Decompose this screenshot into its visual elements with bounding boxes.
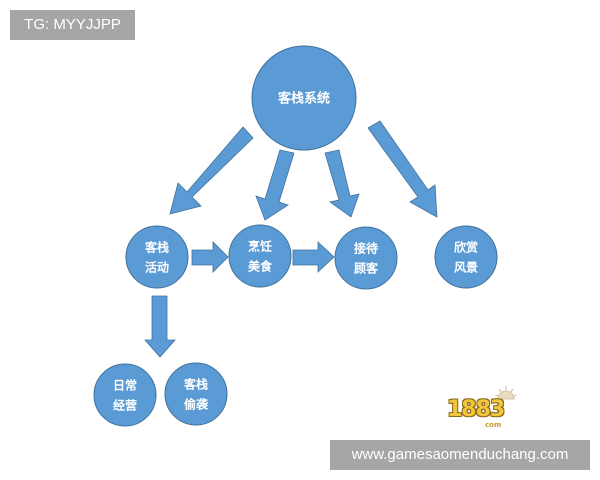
node-inn-raid: 客栈 偷袭 [164,362,228,426]
arrow-root-to-inn-activity [169,126,254,215]
node-cooking-food-label-line1: 烹饪 [248,239,272,254]
node-inn-activity-label-line1: 客栈 [144,240,169,255]
node-inn-system: 客栈系统 [251,45,357,151]
node-enjoy-scenery-circle [434,225,498,289]
node-daily-operation-label-line2: 经营 [113,398,137,413]
logo-text: 1883 [447,397,505,422]
arrow-inn-activity-to-cooking-food [191,241,229,273]
node-daily-operation: 日常 经营 [93,363,157,427]
node-cooking-food-circle [228,224,292,288]
node-receive-guests-label-line2: 顾客 [354,261,379,276]
node-inn-raid-label-line2: 偷袭 [184,397,209,412]
node-inn-system-circle [251,45,357,151]
arrow-root-to-cooking-food [255,149,295,221]
node-cooking-food-label-line2: 美食 [248,259,273,274]
node-enjoy-scenery: 欣赏 风景 [434,225,498,289]
node-inn-raid-label-line1: 客栈 [183,377,208,392]
arrow-root-to-receive-guests [324,149,360,218]
node-receive-guests-label-line1: 接待 [354,241,378,256]
node-cooking-food: 烹饪 美食 [228,224,292,288]
node-inn-system-label: 客栈系统 [278,91,330,107]
node-receive-guests-circle [334,226,398,290]
sun-rays-icon [495,386,517,400]
node-inn-raid-circle [164,362,228,426]
node-daily-operation-circle [93,363,157,427]
watermark-tg-label: TG: MYYJJPP [10,10,135,40]
logo-com-suffix: com [485,421,502,429]
arrow-cooking-food-to-receive-guests [292,241,335,273]
node-enjoy-scenery-label-line2: 风景 [454,261,478,275]
watermark-url-label: www.gamesaomenduchang.com [330,440,590,470]
node-inn-activity: 客栈 活动 [125,225,189,289]
node-inn-activity-circle [125,225,189,289]
node-receive-guests: 接待 顾客 [334,226,398,290]
arrow-root-to-enjoy-scenery [367,120,438,218]
site-logo: 1883 com [445,385,520,435]
arrow-inn-activity-to-daily-operation [144,295,176,358]
node-daily-operation-label-line1: 日常 [113,378,137,393]
node-inn-activity-label-line2: 活动 [145,260,169,275]
node-enjoy-scenery-label-line1: 欣赏 [454,240,478,255]
